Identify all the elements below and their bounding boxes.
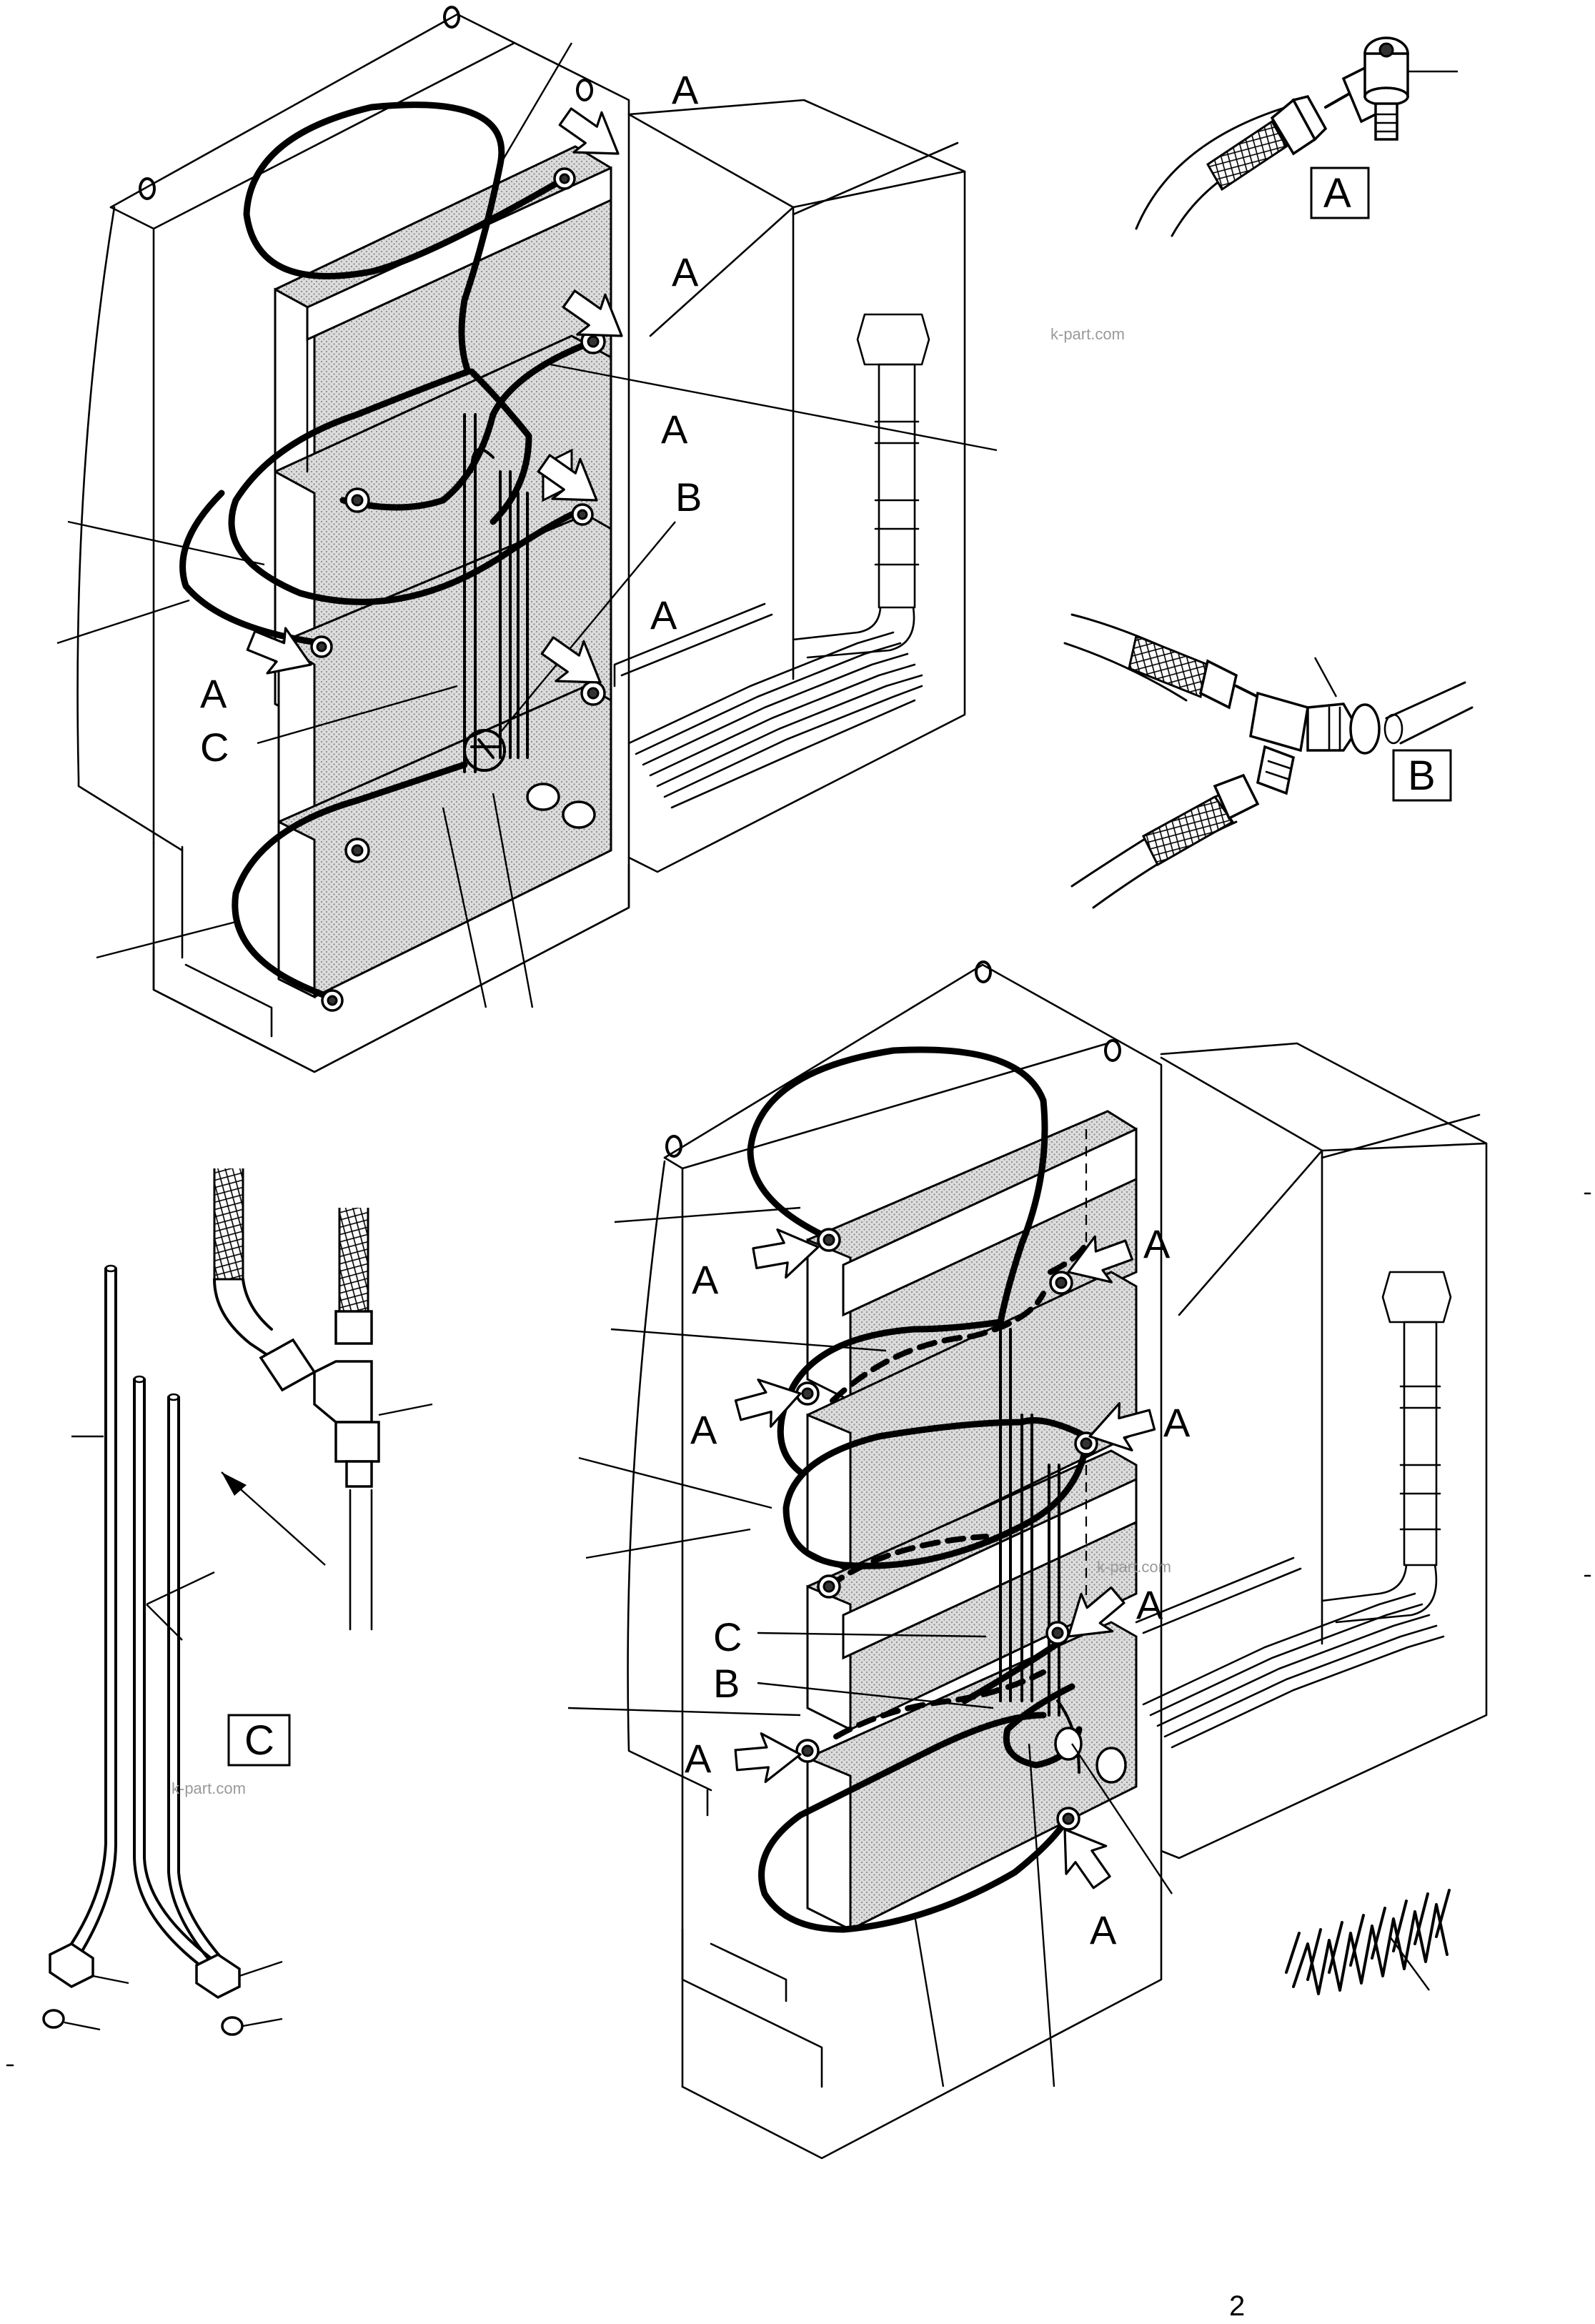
detail-box-c — [227, 1714, 291, 1767]
detail-box-a-label: A — [1323, 170, 1351, 217]
fitting — [553, 167, 576, 190]
callout-label-a: A — [692, 1257, 719, 1302]
callout-label-a: A — [690, 1407, 717, 1452]
fitting — [817, 1228, 841, 1252]
detail-box-c-label: C — [244, 1717, 274, 1764]
fitting — [580, 680, 606, 706]
watermark: k-part.com — [1050, 325, 1125, 343]
fitting — [795, 1739, 820, 1763]
upper-oil-cooler-assembly — [56, 6, 998, 1073]
callout-label-a: A — [1090, 1907, 1117, 1952]
callout-label-b: B — [713, 1661, 740, 1706]
fitting — [571, 503, 594, 526]
vertical-pipe-column — [792, 313, 930, 659]
callout-label-a: A — [672, 249, 699, 294]
spring-part — [1285, 1889, 1451, 1995]
drain-cap — [526, 783, 596, 829]
fitting — [344, 487, 370, 513]
callout-label-a: A — [685, 1736, 712, 1781]
fitting — [1049, 1271, 1073, 1295]
fitting — [344, 838, 370, 863]
page-number: 2 — [1229, 2290, 1245, 2322]
lower-oil-cooler-assembly — [567, 960, 1488, 2160]
drain-cap — [1054, 1727, 1127, 1784]
pipe-bundle — [613, 602, 923, 809]
detail-box-b-label: B — [1408, 753, 1436, 799]
callout-label-a: A — [200, 671, 227, 716]
fitting — [1056, 1807, 1080, 1831]
callout-label-c: C — [200, 725, 229, 770]
callout-label-a: A — [661, 407, 688, 452]
callout-arrow — [732, 1729, 804, 1786]
detail-a-swivel-fitting — [1135, 36, 1458, 237]
callout-label-a: A — [1136, 1582, 1163, 1627]
fitting — [310, 635, 333, 658]
detail-b-tee-fitting — [1063, 613, 1474, 909]
fitting — [1045, 1621, 1070, 1645]
callout-label-a: A — [672, 67, 699, 112]
fitting — [817, 1574, 841, 1599]
callout-label-a: A — [650, 592, 677, 637]
callout-label-a: A — [1163, 1400, 1191, 1445]
callout-label-a: A — [1143, 1221, 1171, 1266]
watermark: k-part.com — [172, 1779, 246, 1797]
callout-label-b: B — [675, 475, 702, 520]
detail-c-tube-set — [42, 1168, 433, 2036]
detail-box-b — [1392, 749, 1452, 802]
watermark: k-part.com — [1097, 1558, 1171, 1576]
callout-label-c: C — [713, 1614, 742, 1659]
detail-box-a — [1310, 167, 1370, 219]
fitting — [321, 989, 344, 1012]
